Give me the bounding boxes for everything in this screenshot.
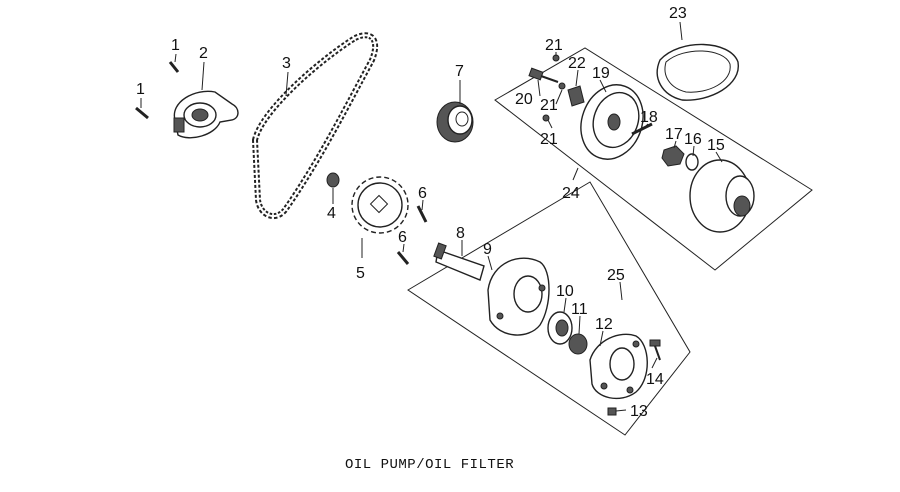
part-18-pin <box>631 122 653 136</box>
callout-9: 9 <box>483 241 492 258</box>
callout-13: 13 <box>630 403 648 420</box>
callout-21: 21 <box>545 37 563 54</box>
part-14-screw <box>649 339 661 361</box>
callout-17: 17 <box>665 126 683 143</box>
callout-18: 18 <box>640 109 658 126</box>
part-2-cover <box>173 90 239 139</box>
callout-8: 8 <box>456 225 465 242</box>
part-19-filter-cover <box>580 84 644 160</box>
part-17-nut <box>661 145 685 167</box>
part-21-washer-mid <box>558 82 566 90</box>
callout-6: 6 <box>398 229 407 246</box>
callout-22: 22 <box>568 55 586 72</box>
part-12-pump-cover <box>589 333 648 400</box>
part-6-bolt-lower <box>396 251 410 265</box>
part-13-pin <box>607 407 617 416</box>
part-8-shaft <box>433 242 485 281</box>
callout-23: 23 <box>669 5 687 22</box>
callout-25: 25 <box>607 267 625 284</box>
assembly-box-24 <box>494 47 813 271</box>
part-16-washer <box>685 153 699 171</box>
part-11-inner-rotor <box>568 333 588 355</box>
part-3-chain <box>251 32 379 220</box>
part-4-nut <box>326 172 340 188</box>
part-5-sprocket <box>351 176 409 234</box>
callout-4: 4 <box>327 205 336 222</box>
callout-19: 19 <box>592 65 610 82</box>
part-7-bearing <box>436 101 474 143</box>
part-20-bolt <box>528 67 559 83</box>
callout-7: 7 <box>455 63 464 80</box>
callout-14: 14 <box>646 371 664 388</box>
callout-16: 16 <box>684 131 702 148</box>
part-9-pump-body <box>487 257 550 336</box>
part-10-outer-rotor <box>547 311 573 345</box>
callout-6: 6 <box>418 185 427 202</box>
callout-2: 2 <box>199 45 208 62</box>
callout-3: 3 <box>282 55 291 72</box>
callout-5: 5 <box>356 265 365 282</box>
diagram-caption: OIL PUMP/OIL FILTER <box>345 457 514 473</box>
callout-1: 1 <box>136 81 145 98</box>
part-1-pin-upper <box>168 61 180 73</box>
callout-1: 1 <box>171 37 180 54</box>
leader-lines <box>140 21 723 412</box>
callout-20: 20 <box>515 91 533 108</box>
callout-10: 10 <box>556 283 574 300</box>
part-15-rotor <box>689 159 755 233</box>
callout-11: 11 <box>571 301 588 318</box>
callout-21: 21 <box>540 131 558 148</box>
part-1-pin-lower <box>135 106 149 120</box>
callout-12: 12 <box>595 316 613 333</box>
assembly-box-25 <box>407 181 691 436</box>
part-23-gasket <box>656 43 739 101</box>
callout-21: 21 <box>540 97 558 114</box>
part-6-bolt-upper <box>416 205 428 223</box>
callout-labels: 1 1 2 3 4 5 6 6 7 8 9 10 11 12 13 14 15 … <box>136 5 725 420</box>
part-22-spring <box>567 85 585 107</box>
callout-24: 24 <box>562 185 580 202</box>
part-21-washer-low <box>542 114 550 122</box>
callout-15: 15 <box>707 137 725 154</box>
